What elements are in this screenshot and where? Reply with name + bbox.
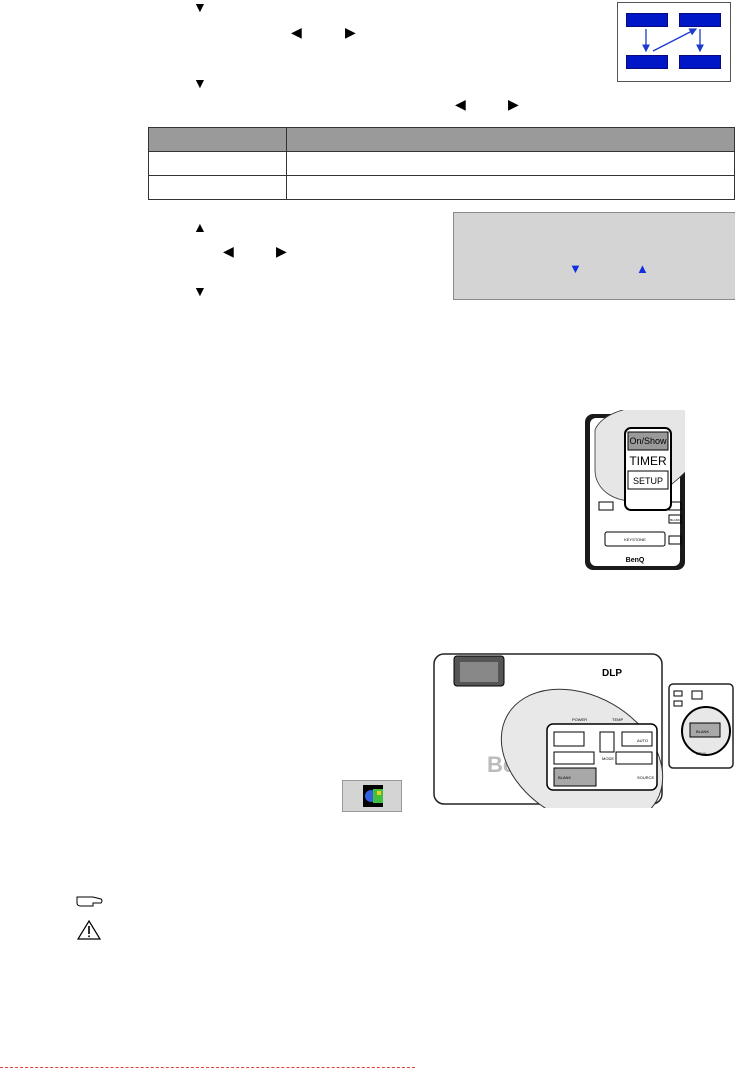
left-arrow-icon: ◀ [291,24,302,40]
down-arrow-icon: ▼ [569,261,582,276]
flow-box [626,55,668,69]
temp-label: TEMP [612,717,623,722]
keystone-label: KEYSTONE [624,537,646,542]
table-row [148,175,735,200]
setup-button-label: SETUP [633,476,663,486]
footer-separator [0,1067,415,1068]
table-row [148,151,735,176]
note-box: ▼ ▲ [453,212,735,300]
up-arrow-icon: ▲ [636,261,649,276]
power-label: POWER [572,717,587,722]
table-cell [148,175,287,200]
side-blank-label: BLANK [696,729,709,734]
pointing-hand-icon [76,896,103,907]
remote-control-illustration: KEYSTONE BLANK On/Show TIMER SETUP BenQ [585,410,685,570]
side-menu-label: MENU [696,752,707,756]
blank-key-label: BLANK [558,775,571,780]
up-arrow-icon: ▲ [193,219,207,235]
table-cell [286,151,735,176]
flow-arrows [642,28,704,53]
auto-label: AUTO [637,738,648,743]
down-arrow-icon: ▼ [193,283,207,299]
flow-diagram [617,2,731,82]
table-header-cell [148,127,287,152]
flow-box [679,55,721,69]
warning-icon [77,920,101,940]
projector-illustration: DLP BenQ POWER TEMP AUTO MODE BLANK SOUR… [433,653,664,808]
table-header-row [148,127,735,152]
mode-label: MODE [602,756,614,761]
left-arrow-icon: ◀ [455,96,466,112]
right-arrow-icon: ▶ [345,24,356,40]
timer-button-label: TIMER [629,454,667,468]
blank-label: BLANK [670,518,680,522]
on-show-button-label: On/Show [629,436,667,446]
remote-logo: BenQ [626,557,645,564]
down-arrow-icon: ▼ [193,75,207,91]
table-header-cell [286,127,735,152]
flow-box [679,13,721,27]
right-arrow-icon: ▶ [508,96,519,112]
film-color-icon-graphic [363,785,383,807]
right-arrow-icon: ▶ [276,243,287,259]
film-color-icon [342,780,402,812]
source-label: SOURCE [637,775,654,780]
table-cell [148,151,287,176]
settings-table [148,127,735,200]
side-panel-illustration: SOURCE BLANK MENU [668,683,734,769]
dlp-logo: DLP [602,668,622,679]
down-arrow-icon: ▼ [193,0,207,15]
left-arrow-icon: ◀ [223,243,234,259]
flow-box [626,13,668,27]
table-cell [286,175,735,200]
